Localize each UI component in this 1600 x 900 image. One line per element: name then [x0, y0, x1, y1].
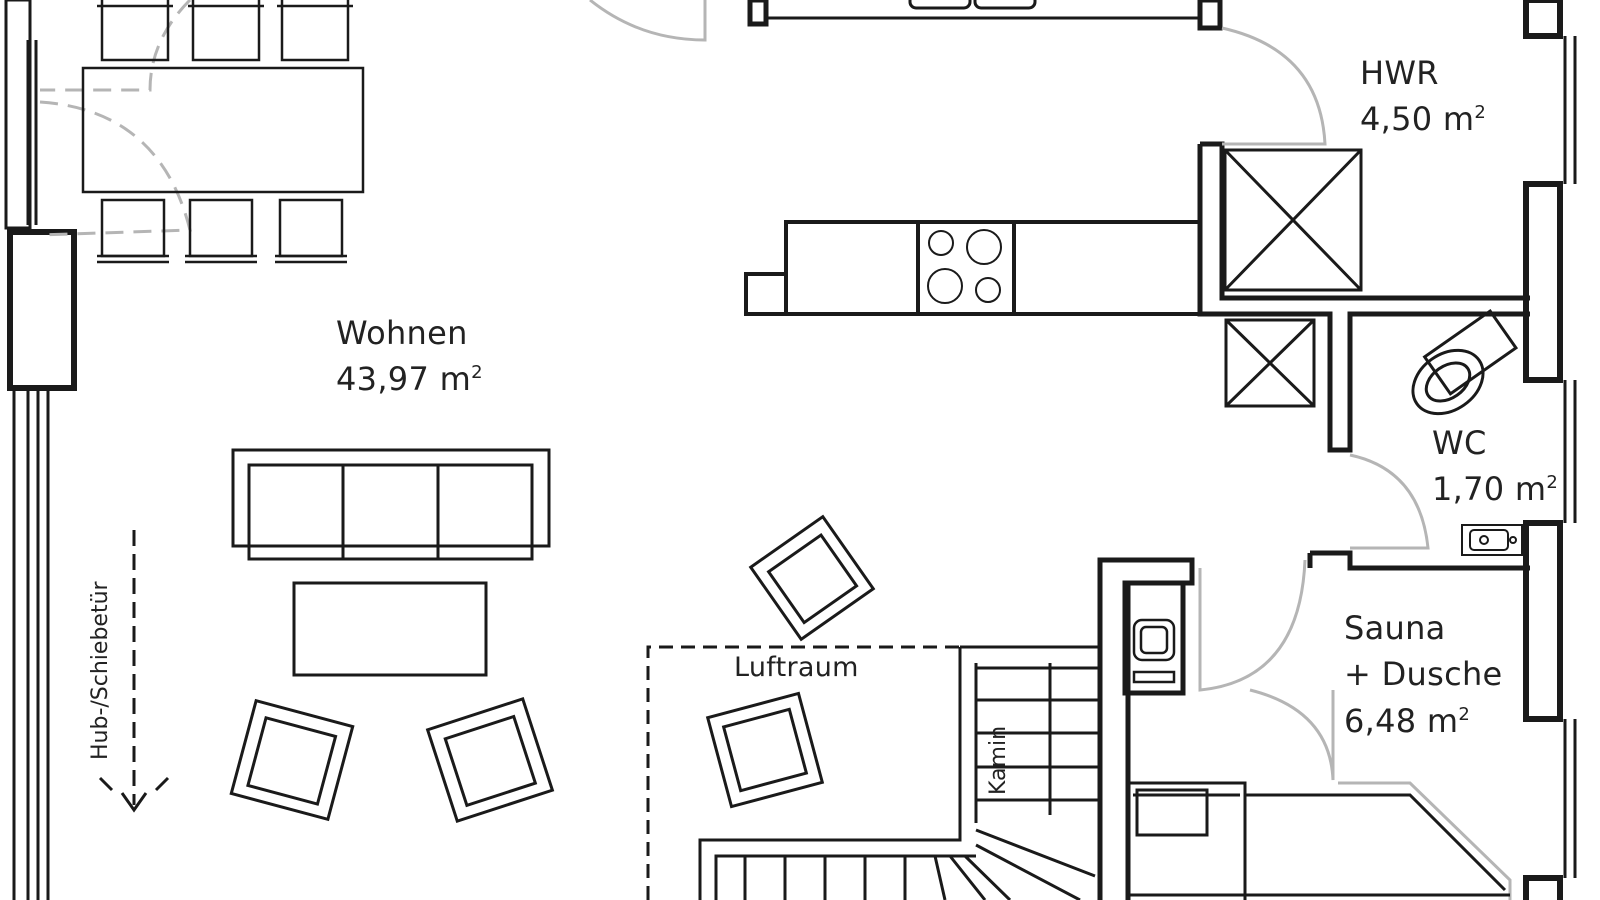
room-label-wohnen: Wohnen 43,97 m2	[336, 310, 483, 403]
room-area-wc: 1,70 m2	[1432, 470, 1559, 509]
kitchen-counter	[744, 220, 1202, 316]
room-name-wc: WC	[1432, 424, 1487, 462]
kamin-label: Kamin	[986, 725, 1011, 795]
armchairs	[229, 514, 876, 823]
room-name-wohnen: Wohnen	[336, 314, 468, 352]
interior-walls	[1097, 141, 1530, 900]
room-name-hwr: HWR	[1360, 54, 1439, 92]
door-note-label: Hub-/Schiebetür	[88, 581, 113, 760]
sliding-door-arrow	[98, 530, 170, 813]
top-window	[747, 0, 1223, 31]
luftraum-label: Luftraum	[734, 652, 859, 683]
toilet-icon	[1411, 308, 1519, 416]
room-area-hwr: 4,50 m2	[1360, 100, 1487, 139]
luftraum-outline	[646, 645, 960, 900]
dining-table	[81, 66, 365, 194]
room-area-wohnen: 43,97 m2	[336, 360, 483, 399]
room-label-sauna: Sauna + Dusche 6,48 m2	[1344, 605, 1503, 744]
coffee-table	[292, 581, 488, 677]
door-swings	[39, 0, 1512, 900]
staircase	[698, 645, 1102, 900]
dining-set	[81, 0, 365, 264]
exterior-walls	[4, 0, 1577, 900]
dining-chairs	[97, 0, 353, 264]
cooktop-icon	[927, 229, 1002, 304]
room-label-wc: WC 1,70 m2	[1432, 420, 1558, 513]
room-label-hwr: HWR 4,50 m2	[1360, 50, 1486, 143]
sauna-bench	[1128, 781, 1510, 900]
room-name-sauna-1: Sauna	[1344, 609, 1446, 647]
wc-sink-icon	[1461, 524, 1523, 556]
oven-icon	[1132, 618, 1176, 684]
room-name-sauna-2: + Dusche	[1344, 655, 1503, 694]
washer-dryer	[1223, 148, 1363, 408]
sofa	[231, 448, 551, 561]
room-area-sauna: 6,48 m2	[1344, 701, 1471, 740]
